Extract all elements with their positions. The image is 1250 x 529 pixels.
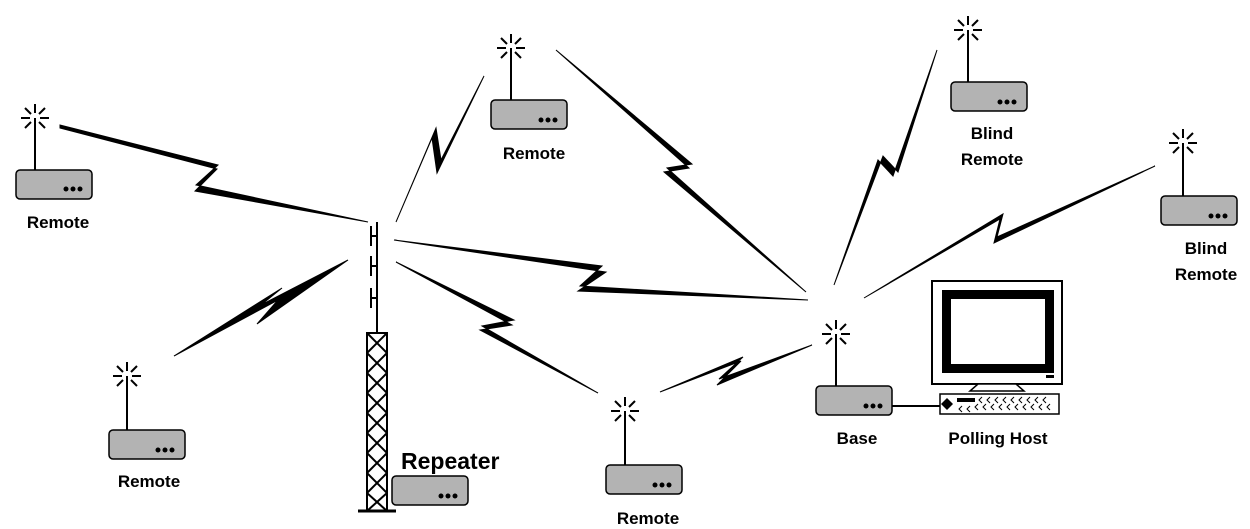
link-remote-bottom-base <box>659 344 813 393</box>
link-base-blind-top <box>833 49 938 286</box>
repeater-label: Repeater <box>401 448 499 474</box>
antenna-burst-icon <box>822 320 850 386</box>
radio-modem-icon <box>490 99 568 130</box>
antenna-burst-icon <box>497 34 525 100</box>
antenna-burst-icon <box>1169 129 1197 196</box>
remote-left-label: Remote <box>27 213 89 232</box>
radio-modem-icon <box>605 464 683 495</box>
blind-remote-right-label-line2: Remote <box>1175 265 1237 284</box>
base-label: Base <box>837 429 878 448</box>
antenna-burst-icon <box>21 104 49 170</box>
blind-remote-right: Blind Remote <box>1160 129 1238 284</box>
remote-bottom-label: Remote <box>617 509 679 528</box>
link-remote-left-repeater <box>59 124 369 223</box>
remote-top-label: Remote <box>503 144 565 163</box>
base: Base <box>815 320 940 448</box>
desktop-computer-icon <box>931 280 1063 415</box>
link-repeater-remote-bottom <box>395 261 599 394</box>
remote-bottom: Remote <box>605 397 683 528</box>
remote-lower-left-label: Remote <box>118 472 180 491</box>
polling-host: Polling Host <box>931 280 1063 448</box>
blind-remote-top-label-line1: Blind <box>971 124 1014 143</box>
link-remote-top-base <box>555 49 807 293</box>
antenna-burst-icon <box>611 397 639 465</box>
remote-left: Remote <box>15 104 93 232</box>
radio-links <box>59 49 1156 394</box>
blind-remote-top-label-line2: Remote <box>961 150 1023 169</box>
blind-remote-right-label-line1: Blind <box>1185 239 1228 258</box>
antenna-burst-icon <box>954 16 982 82</box>
radio-modem-icon <box>1160 195 1238 226</box>
polling-host-label: Polling Host <box>948 429 1048 448</box>
remote-top: Remote <box>490 34 568 163</box>
radio-modem-icon <box>815 385 893 416</box>
blind-remote-top: Blind Remote <box>950 16 1028 169</box>
radio-modem-icon <box>15 169 93 200</box>
antenna-burst-icon <box>113 362 141 430</box>
link-base-blind-right <box>863 165 1156 299</box>
repeater: Repeater <box>358 222 499 513</box>
link-repeater-remote-top <box>395 75 485 223</box>
radio-modem-icon <box>108 429 186 460</box>
radio-modem-icon <box>950 81 1028 112</box>
radio-modem-icon <box>391 475 469 506</box>
link-repeater-base <box>393 239 809 301</box>
link-remote-lowerleft-repeater <box>173 259 349 357</box>
remote-lower-left: Remote <box>108 362 186 491</box>
lattice-tower-icon <box>358 222 396 513</box>
